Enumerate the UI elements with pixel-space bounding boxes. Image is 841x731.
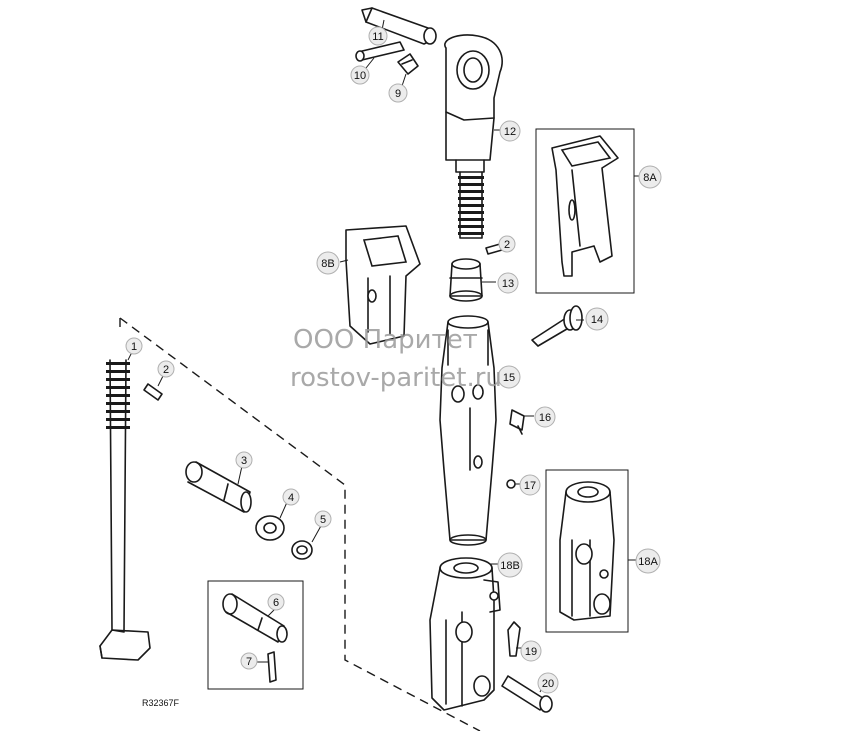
callout-13: 13 [497,272,519,294]
part-18b-clevis [429,557,501,711]
part-17-ring [506,479,516,489]
box-18a [545,469,629,633]
callout-4-label: 4 [288,492,294,504]
callout-5-label: 5 [320,514,326,526]
callout-17-label: 17 [524,480,536,492]
callout-2-left-label: 2 [163,364,169,376]
part-12-rod-end [444,34,503,239]
callout-13-label: 13 [502,278,514,290]
callout-18b: 18B [497,552,523,578]
part-8b-bracket [345,225,421,345]
callout-7: 7 [240,652,258,670]
part-15-sleeve [439,315,497,546]
callout-12: 12 [499,120,521,142]
callout-15: 15 [497,365,521,389]
part-14-bolt [531,305,583,347]
callout-8a: 8A [638,165,662,189]
part-11-pin [361,7,437,45]
callout-5: 5 [314,510,332,528]
callout-19: 19 [520,640,542,662]
callout-2-left: 2 [157,360,175,378]
part-13-nut [449,258,483,302]
callout-14-label: 14 [591,314,603,326]
callout-18a: 18A [635,548,661,574]
callout-18b-label: 18B [500,560,520,572]
callout-7-label: 7 [246,656,252,668]
part-20-pin [501,675,553,713]
part-2-pin-left [143,383,163,401]
callout-20-label: 20 [542,678,554,690]
watermark-company: ООО Паритет [293,325,478,355]
callout-8b: 8B [316,251,340,275]
callout-3-label: 3 [241,455,247,467]
callout-4: 4 [282,488,300,506]
dashed-group-outline [119,317,481,731]
figure-code: R32367F [142,698,180,708]
callout-16-label: 16 [539,412,551,424]
callout-1-label: 1 [131,341,137,353]
callout-2-upper-label: 2 [504,239,510,251]
callout-17: 17 [519,474,541,496]
box-8a [535,128,635,294]
part-19-clip [507,621,521,657]
part-7-cotter [267,651,277,683]
part-9-clip [397,53,419,75]
part-1-long-bolt [99,359,151,661]
callout-12-label: 12 [504,126,516,138]
callout-10: 10 [350,65,370,85]
callout-8b-label: 8B [321,258,334,270]
callout-14: 14 [585,307,609,331]
watermark-url: rostov-paritet.ru [290,363,502,393]
callout-20: 20 [537,672,559,694]
box-6-7 [207,580,304,690]
callout-19-label: 19 [525,646,537,658]
part-16-fitting [509,409,525,435]
callout-1: 1 [125,337,143,355]
part-6-pin [222,593,288,643]
callout-9: 9 [388,83,408,103]
callout-16: 16 [534,406,556,428]
part-18a-clevis [559,481,615,621]
callout-6-label: 6 [273,597,279,609]
callout-11: 11 [368,26,388,46]
callout-9-label: 9 [395,88,401,100]
part-4-washer [255,515,285,541]
part-5-ring [291,540,313,560]
callout-11-label: 11 [372,31,383,43]
part-10-pin [355,41,405,62]
callout-15-label: 15 [503,372,515,384]
callout-18a-label: 18A [638,556,658,568]
callout-3: 3 [235,451,253,469]
callout-2-upper: 2 [498,235,516,253]
part-3-pin [185,461,252,513]
leader-lines [127,19,640,693]
callout-10-label: 10 [354,70,366,82]
callout-6: 6 [267,593,285,611]
part-8a-bracket [551,135,619,277]
callout-8a-label: 8A [643,172,657,184]
